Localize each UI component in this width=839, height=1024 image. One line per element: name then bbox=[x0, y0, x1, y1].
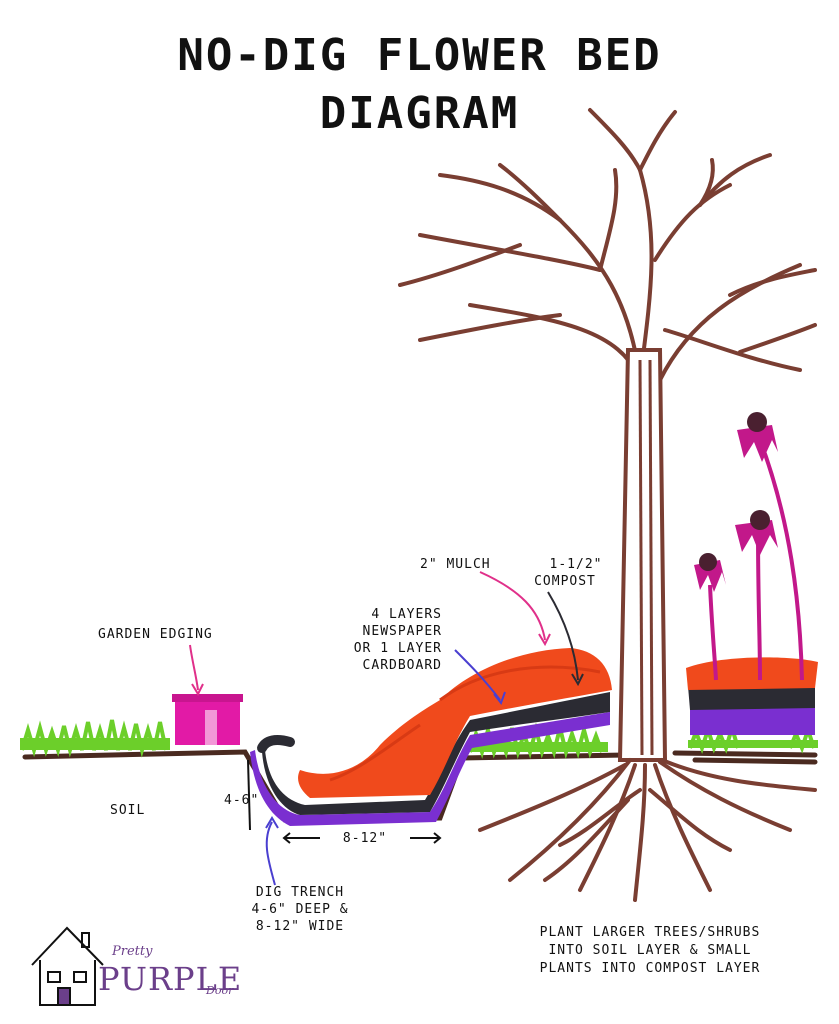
flowers bbox=[694, 412, 804, 681]
label-newspaper-line1: 4 LAYERS bbox=[371, 607, 442, 622]
logo-door: Door bbox=[206, 984, 234, 997]
label-soil: SOIL bbox=[110, 803, 146, 818]
label-plant-line3: PLANTS INTO COMPOST LAYER bbox=[539, 961, 761, 976]
flower-small bbox=[694, 553, 726, 592]
tree-roots bbox=[478, 758, 817, 902]
label-compost-line2: COMPOST bbox=[534, 574, 596, 589]
label-trench-line1: DIG TRENCH bbox=[255, 885, 345, 900]
tree-crown bbox=[398, 108, 817, 382]
logo-house-icon bbox=[31, 926, 104, 1006]
label-depth: 4-6" bbox=[224, 793, 260, 808]
diagram-title-line2: DIAGRAM bbox=[319, 88, 520, 139]
logo-pretty: Pretty bbox=[112, 944, 153, 959]
label-trench-line3: 8-12" WIDE bbox=[255, 919, 345, 934]
label-trench-line2: 4-6" DEEP & bbox=[251, 902, 349, 917]
flower-middle bbox=[735, 510, 778, 555]
arrows bbox=[189, 571, 584, 886]
label-mulch: 2" MULCH bbox=[420, 557, 491, 572]
label-compost-line1: 1-1/2" bbox=[549, 557, 603, 572]
label-width: 8-12" bbox=[320, 830, 410, 847]
diagram-title-line1: NO-DIG FLOWER BED bbox=[177, 30, 662, 81]
label-plant-line2: INTO SOIL LAYER & SMALL bbox=[548, 943, 752, 958]
logo-purple: PURPLE bbox=[98, 960, 243, 998]
label-newspaper-line4: CARDBOARD bbox=[362, 658, 442, 673]
label-newspaper-line2: NEWSPAPER bbox=[362, 624, 442, 639]
garden-edging-block bbox=[172, 694, 243, 745]
bed-layers bbox=[250, 648, 612, 826]
label-garden-edging: GARDEN EDGING bbox=[98, 627, 213, 642]
label-newspaper-line3: OR 1 LAYER bbox=[353, 641, 442, 656]
label-plant-line1: PLANT LARGER TREES/SHRUBS bbox=[539, 925, 761, 940]
right-bed-layers bbox=[686, 657, 818, 735]
grass-left bbox=[20, 719, 170, 758]
flower-top bbox=[737, 412, 778, 462]
tree-trunk bbox=[617, 348, 668, 762]
